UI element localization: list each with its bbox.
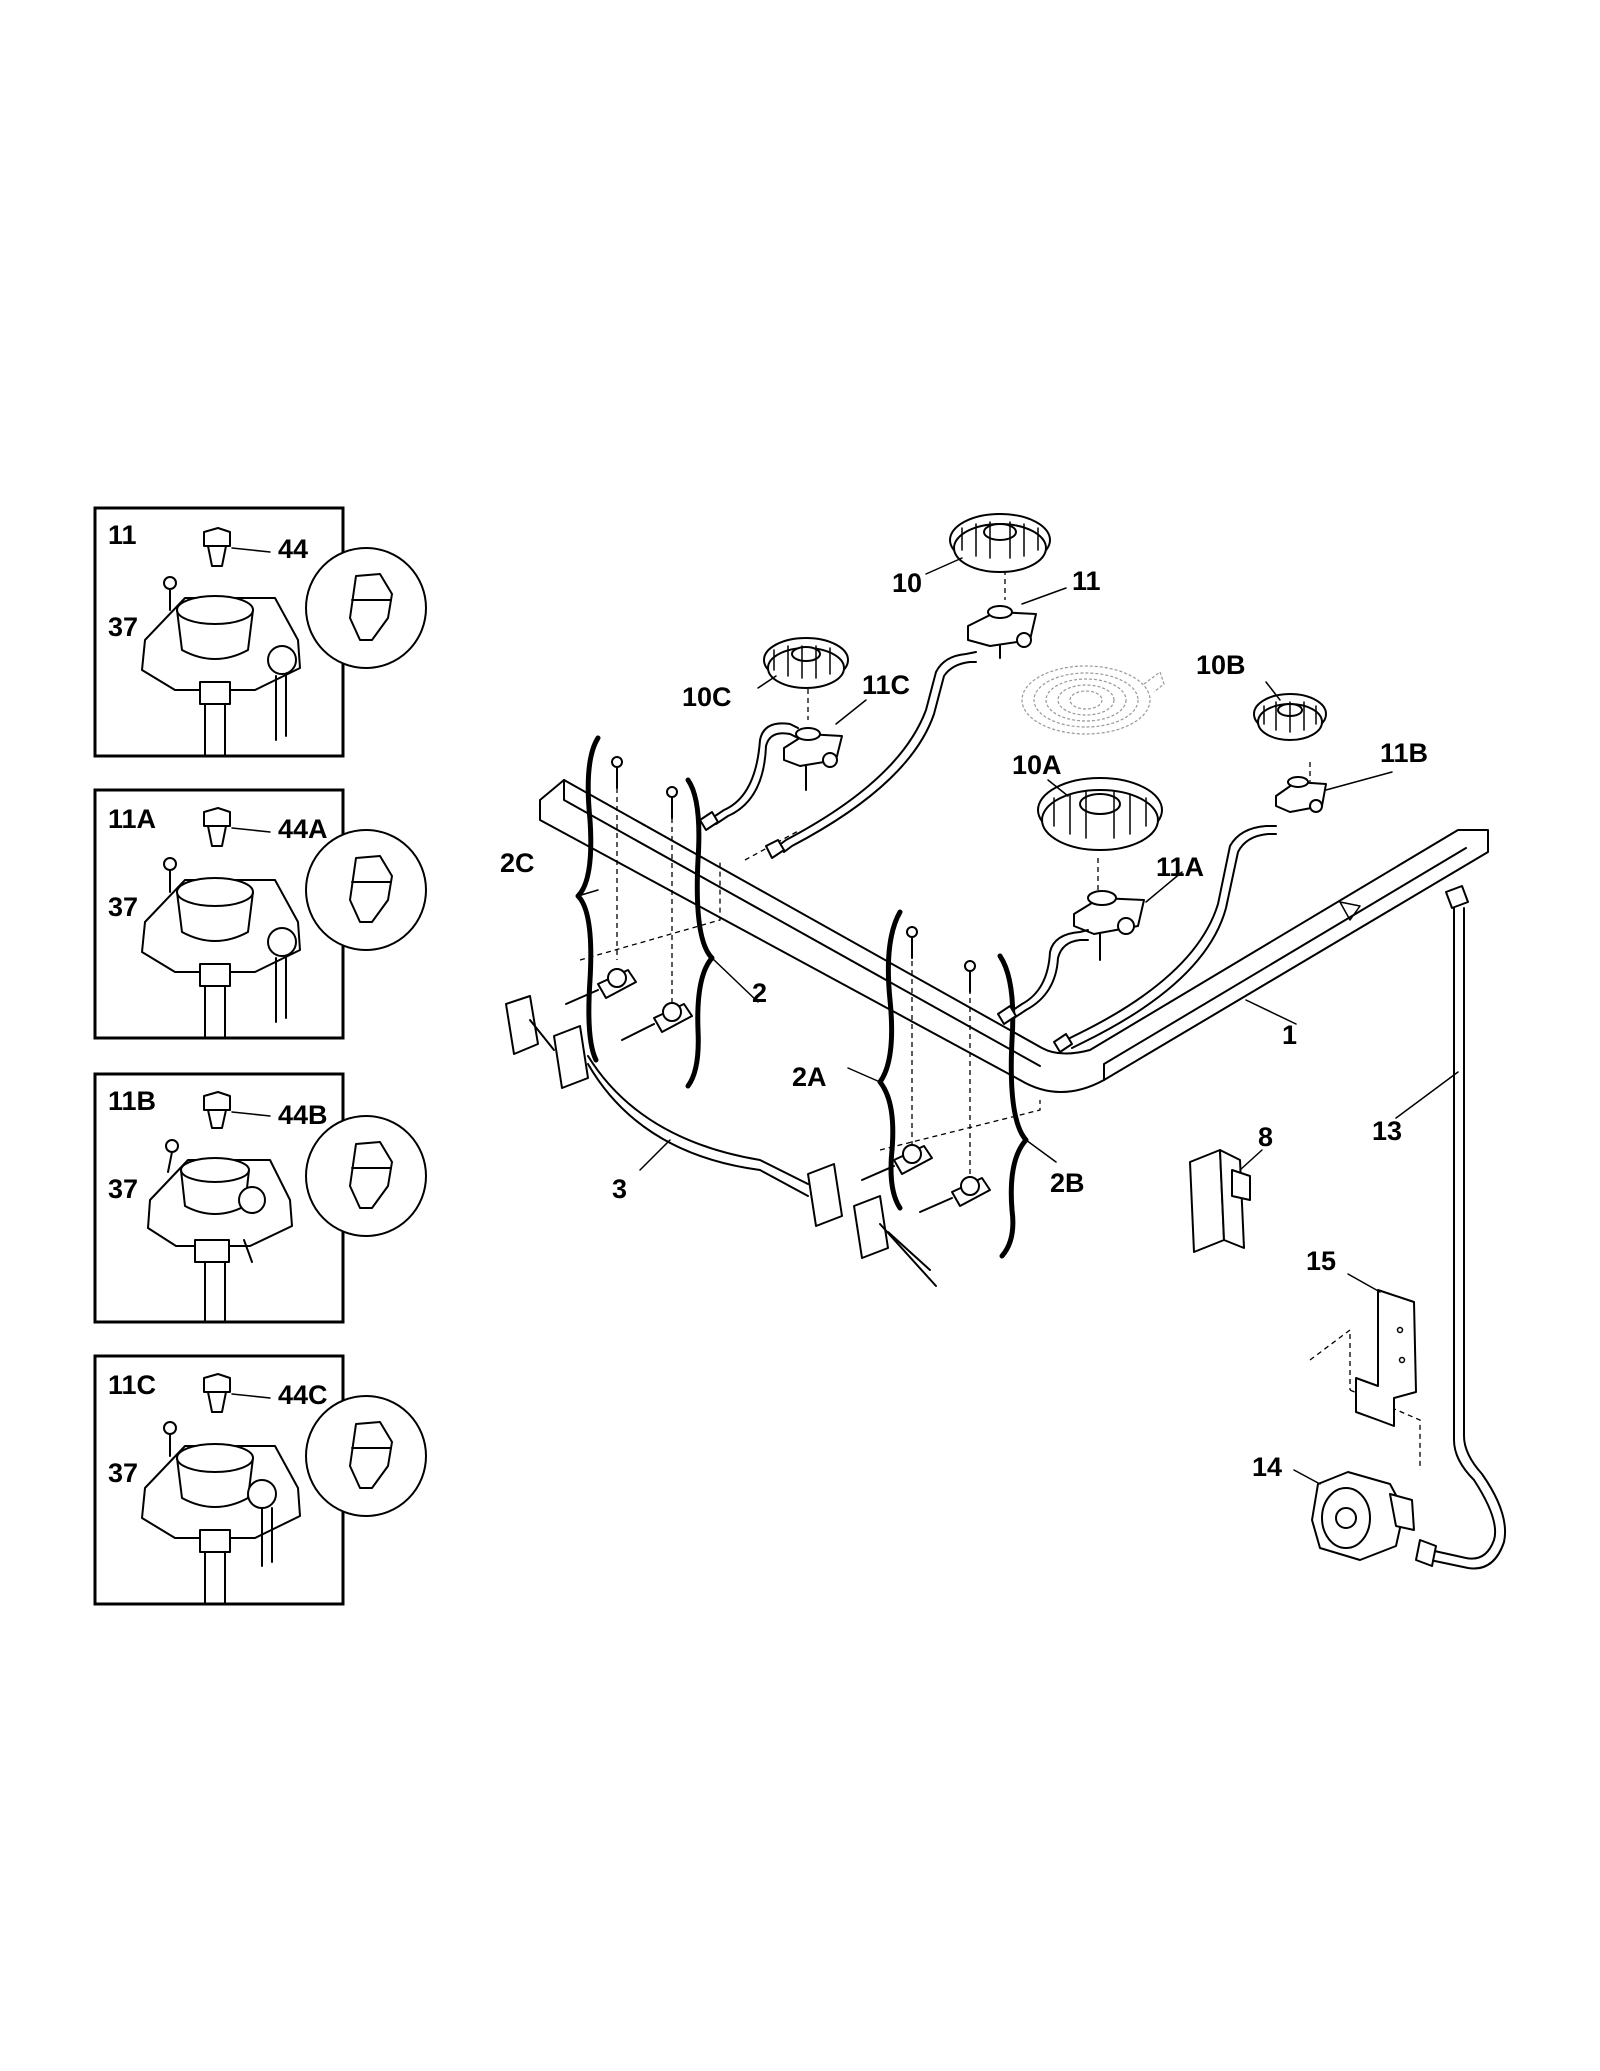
label-15: 15 [1306, 1246, 1336, 1276]
label-10c: 10C [682, 682, 732, 712]
inset-11a-callout-circle [305, 829, 427, 951]
inset-11c-callout-circle [305, 1395, 427, 1517]
inset-11b-label: 11B [108, 1086, 156, 1116]
label-10b: 10B [1196, 650, 1246, 680]
inset-11b-callout-circle [305, 1115, 427, 1237]
inset-11c: 11C 44C 37 47 [93, 1354, 427, 1606]
inset-11c-orifice [203, 1373, 271, 1413]
label-3: 3 [612, 1174, 627, 1204]
burner-head-11c [783, 727, 843, 791]
inset-11a-label: 11A [108, 804, 156, 834]
inset-11: 11 44 37 47 [93, 506, 427, 758]
label-2b: 2B [1050, 1168, 1085, 1198]
valve-2a [861, 1144, 933, 1181]
label-11: 11 [1072, 566, 1101, 596]
inset-11a-orifice [203, 807, 271, 847]
burner-cap-10b [1253, 693, 1327, 741]
inset-11c-screw [163, 1421, 177, 1457]
label-10: 10 [892, 568, 922, 598]
label-1: 1 [1282, 1020, 1297, 1050]
inset-11b-orifice [203, 1091, 271, 1129]
spark-module [1189, 1149, 1251, 1253]
brace-2a [877, 909, 903, 1211]
manifold-screws [611, 756, 976, 993]
inset-11-label-37: 37 [108, 612, 138, 642]
label-11b: 11B [1380, 738, 1428, 768]
burner-head-11b [1275, 776, 1327, 813]
inset-11b-screw [165, 1139, 179, 1173]
burner-cap-10 [949, 513, 1051, 573]
inset-11b-label-44b: 44B [278, 1100, 328, 1130]
inset-11a-label-37: 37 [108, 892, 138, 922]
label-2c: 2C [500, 848, 535, 878]
label-10a: 10A [1012, 750, 1062, 780]
pressure-regulator [1311, 1471, 1415, 1561]
inset-11c-label-44c: 44C [278, 1380, 328, 1410]
brace-2b [997, 953, 1029, 1259]
inset-11-label: 11 [108, 520, 137, 550]
inset-11c-burner-base [141, 1443, 301, 1605]
label-11c: 11C [862, 670, 910, 700]
brace-2 [685, 777, 715, 1089]
inset-11c-label-37: 37 [108, 1458, 138, 1488]
inset-11a: 11A 44A 37 47 [93, 788, 427, 1040]
inset-11c-label: 11C [108, 1370, 156, 1400]
label-14: 14 [1252, 1452, 1282, 1482]
supply-line [1415, 885, 1506, 1570]
label-13: 13 [1372, 1116, 1402, 1146]
burner-head-11 [967, 605, 1037, 659]
label-11a: 11A [1156, 852, 1204, 882]
assembly-guide-lines [579, 570, 1421, 1470]
burner-head-11a [1073, 890, 1145, 961]
label-8: 8 [1258, 1122, 1273, 1152]
burner-cap-10c [763, 637, 849, 689]
inset-11a-burner-base [141, 877, 301, 1039]
inset-11b: 11B 44B 37 47 [93, 1072, 427, 1324]
valve-2 [621, 1002, 693, 1041]
inset-11-burner-base [141, 595, 301, 757]
label-2: 2 [752, 978, 767, 1008]
radiant-element [1021, 665, 1165, 735]
inset-11-label-44: 44 [278, 534, 308, 564]
brace-2c [575, 735, 601, 1063]
inset-11b-burner-base [147, 1157, 293, 1323]
leader-lines [577, 557, 1459, 1485]
burner-cap-10a [1037, 777, 1163, 851]
valve-2c [565, 968, 637, 1005]
manifold-pipe [539, 779, 1489, 1093]
regulator-bracket [1355, 1289, 1417, 1427]
label-2a: 2A [792, 1062, 827, 1092]
ignition-harness [505, 995, 937, 1287]
inset-11a-label-44a: 44A [278, 814, 328, 844]
valve-2b [919, 1176, 991, 1213]
inset-11a-screw [163, 857, 177, 893]
inset-11-callout-circle [305, 547, 427, 669]
callout-labels: 10 11 10B 10C 11C 11B 10A 2C 11A 2 1 2A … [500, 566, 1428, 1482]
inset-11-orifice [203, 527, 271, 567]
inset-11-screw [163, 576, 177, 611]
gas-tubes [699, 651, 1277, 1053]
inset-11b-label-37: 37 [108, 1174, 138, 1204]
